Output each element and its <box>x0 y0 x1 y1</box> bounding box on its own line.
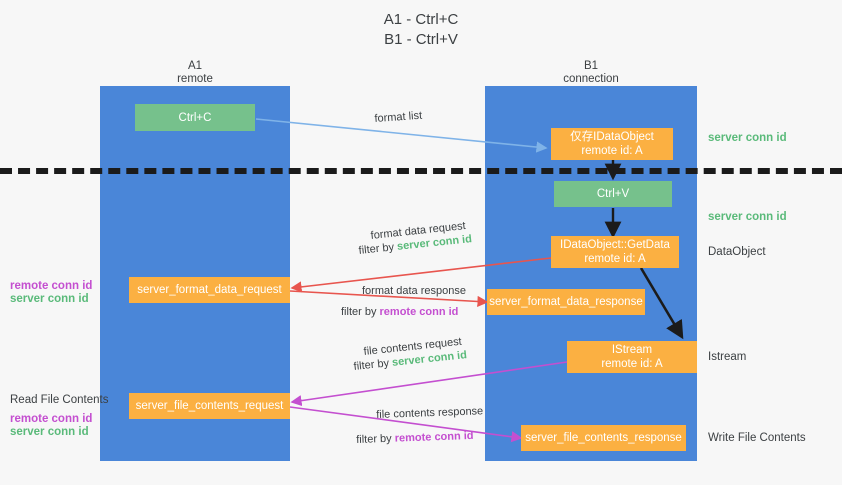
label-dataobject: DataObject <box>708 246 766 258</box>
box-getdata-line-1: IDataObject::GetData <box>560 239 670 251</box>
box-ctrl-c-label: Ctrl+C <box>178 111 212 124</box>
label-server-conn-id-upper: server conn id <box>10 293 89 305</box>
filter-value-remote-conn-id: remote conn id <box>379 306 459 318</box>
box-server-file-contents-response[interactable]: server_file_contents_response <box>521 425 686 451</box>
box-server-format-data-request-label: server_format_data_request <box>137 284 282 296</box>
lane-b1-name: B1 <box>583 60 599 72</box>
box-server-file-contents-response-label: server_file_contents_response <box>525 432 682 444</box>
box-istream-line-2: remote id: A <box>601 358 663 370</box>
filter-prefix: filter by <box>356 432 392 446</box>
box-ctrl-v[interactable]: Ctrl+V <box>554 181 672 207</box>
edge-label-format-list: format list <box>374 109 423 125</box>
lane-a1-sub: remote <box>177 73 213 85</box>
box-idataobject-line-2: remote id: A <box>581 145 643 157</box>
lane-a1-name: A1 <box>187 60 203 72</box>
edge-label-format-data-response: format data response <box>362 285 466 297</box>
filter-prefix: filter by <box>353 357 390 373</box>
box-server-format-data-response-label: server_format_data_response <box>489 296 643 308</box>
label-istream: Istream <box>708 351 747 363</box>
phase-separator-dashed-line <box>0 168 842 174</box>
box-istream-line-1: IStream <box>611 344 653 356</box>
edge-label-format-data-response-filter: filter by remote conn id <box>341 305 458 320</box>
label-server-conn-id-mid: server conn id <box>708 211 787 223</box>
box-idataobject[interactable]: 仅存IDataObject remote id: A <box>551 128 673 160</box>
filter-value-remote-conn-id: remote conn id <box>394 429 474 445</box>
label-server-conn-id-top: server conn id <box>708 132 787 144</box>
label-remote-conn-id-upper: remote conn id <box>10 280 93 292</box>
box-getdata[interactable]: IDataObject::GetData remote id: A <box>551 236 679 268</box>
box-istream[interactable]: IStream remote id: A <box>567 341 697 373</box>
page-title: A1 - Ctrl+C B1 - Ctrl+V <box>0 10 842 50</box>
title-line-2: B1 - Ctrl+V <box>384 31 458 48</box>
label-read-file-contents: Read File Contents <box>10 394 109 406</box>
label-server-conn-id-lower: server conn id <box>10 426 89 438</box>
edge-label-file-contents-response-filter: filter by remote conn id <box>356 429 474 448</box>
label-write-file-contents: Write File Contents <box>708 432 806 444</box>
lane-header-b1: B1 connection <box>511 60 671 86</box>
lane-b1-sub: connection <box>563 73 619 85</box>
title-line-1: A1 - Ctrl+C <box>383 11 459 28</box>
box-server-format-data-request[interactable]: server_format_data_request <box>129 277 290 303</box>
box-server-file-contents-request-label: server_file_contents_request <box>135 400 284 412</box>
box-server-format-data-response[interactable]: server_format_data_response <box>487 289 645 315</box>
box-server-file-contents-request[interactable]: server_file_contents_request <box>129 393 290 419</box>
filter-prefix: filter by <box>358 241 395 257</box>
lane-header-a1: A1 remote <box>115 60 275 86</box>
box-ctrl-c[interactable]: Ctrl+C <box>135 104 255 131</box>
label-remote-conn-id-lower: remote conn id <box>10 413 93 425</box>
filter-prefix: filter by <box>341 306 377 318</box>
box-getdata-line-2: remote id: A <box>584 253 646 265</box>
box-ctrl-v-label: Ctrl+V <box>596 188 630 200</box>
box-idataobject-line-1: 仅存IDataObject <box>570 131 654 143</box>
edge-label-file-contents-response: file contents response <box>376 405 484 421</box>
